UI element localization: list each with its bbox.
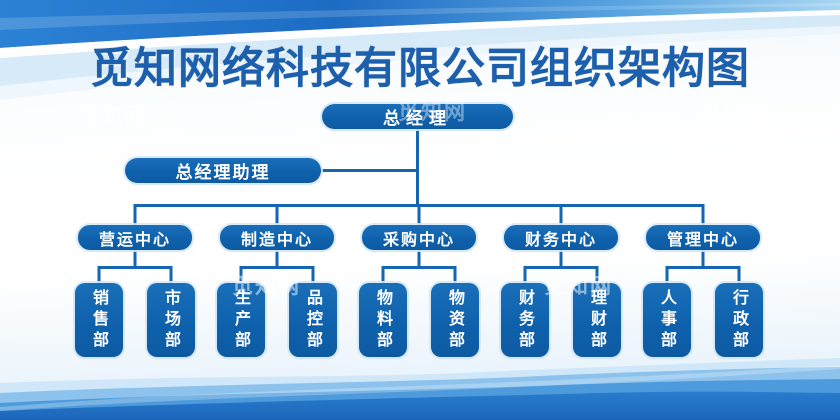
node-materials-dept: 物料部 bbox=[359, 283, 407, 357]
node-sales-dept: 销售部 bbox=[75, 283, 123, 357]
node-purchasing-center: 采购中心 bbox=[362, 225, 476, 250]
node-manufacturing-center: 制造中心 bbox=[220, 225, 334, 250]
node-production-dept: 生产部 bbox=[217, 283, 265, 357]
node-gm-assistant: 总经理助理 bbox=[125, 158, 321, 183]
node-operations-center: 营运中心 bbox=[78, 225, 192, 250]
node-admin-dept: 行政部 bbox=[715, 283, 763, 357]
watermark: 觅知网 bbox=[700, 104, 769, 128]
node-finance-center: 财务中心 bbox=[504, 225, 618, 250]
node-hr-dept: 人事部 bbox=[643, 283, 691, 357]
page-title: 觅知网络科技有限公司组织架构图 bbox=[90, 46, 750, 93]
node-quality-dept: 品控部 bbox=[289, 283, 337, 357]
bottom-wave-decoration bbox=[0, 358, 840, 420]
node-general-manager: 总经理 bbox=[322, 104, 513, 129]
node-marketing-dept: 市场部 bbox=[147, 283, 195, 357]
node-management-center: 管理中心 bbox=[646, 225, 760, 250]
node-investment-dept: 理财部 bbox=[573, 283, 621, 357]
node-supplies-dept: 物资部 bbox=[431, 283, 479, 357]
watermark: 觅知网 bbox=[78, 104, 147, 128]
node-finance-dept: 财务部 bbox=[501, 283, 549, 357]
